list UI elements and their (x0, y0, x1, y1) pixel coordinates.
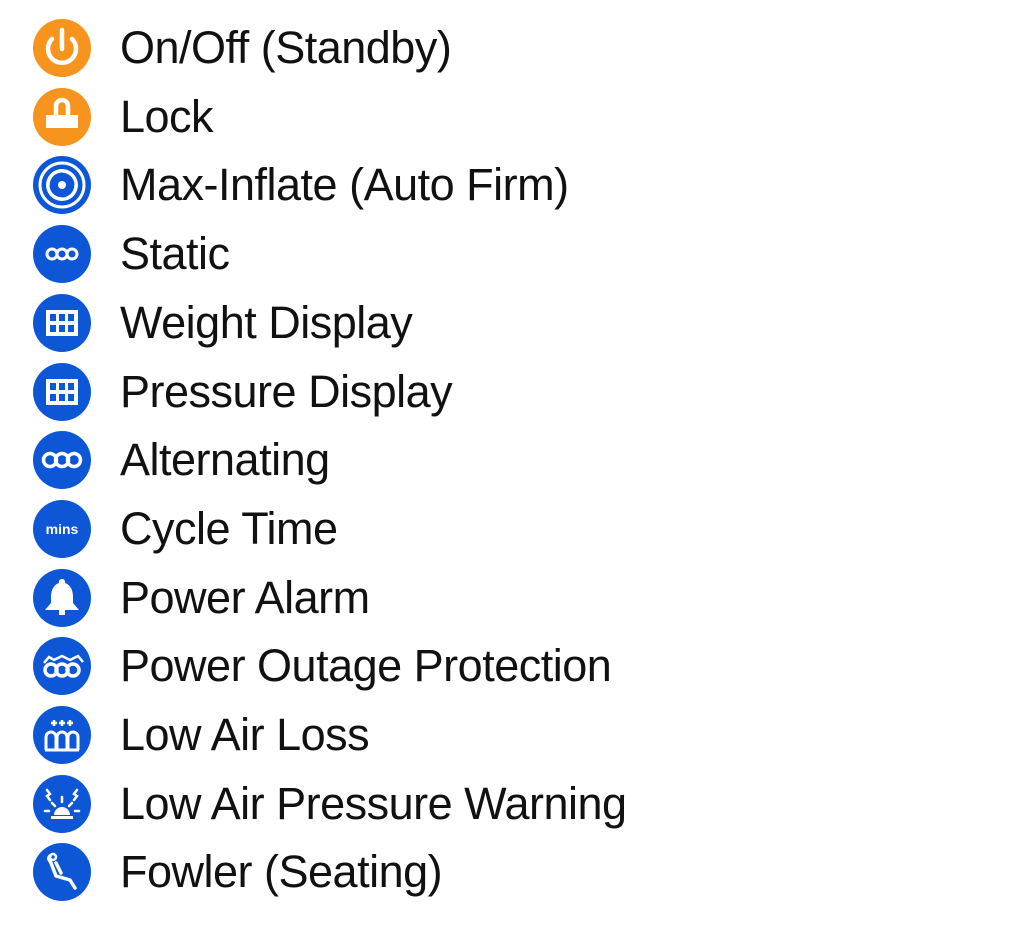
legend-item: Static (33, 224, 230, 284)
legend-item: Power Alarm (33, 568, 370, 628)
legend-item: Lock (33, 87, 214, 147)
legend-item-label: Power Outage Protection (120, 640, 612, 692)
legend-item-label: Low Air Loss (120, 709, 370, 760)
three-circles-icon (33, 225, 91, 284)
legend-item-label: Power Alarm (120, 571, 370, 623)
swirl-icon (33, 156, 91, 215)
legend-item-label: Max-Inflate (Auto Firm) (120, 159, 569, 211)
legend-item-label: Fowler (Seating) (120, 846, 443, 898)
three-circles-large-icon (33, 431, 91, 490)
legend-item: Pressure Display (33, 362, 453, 422)
legend-item-label: Pressure Display (120, 365, 453, 417)
lock-icon (33, 87, 91, 146)
legend-item-label: On/Off (Standby) (120, 22, 452, 73)
cells-protection-icon (33, 637, 91, 696)
legend-item: Low Air Pressure Warning (33, 774, 627, 834)
legend-item-label: Static (120, 228, 230, 280)
legend-item: Weight Display (33, 293, 413, 353)
grid-icon (33, 293, 91, 352)
legend-item-label: Weight Display (120, 296, 413, 348)
svg-text:mins: mins (46, 521, 79, 537)
mins-icon: mins (33, 499, 91, 558)
seated-person-icon (33, 843, 91, 902)
air-cells-icon (33, 706, 91, 764)
legend-item-label: Low Air Pressure Warning (120, 777, 627, 829)
legend-item: Power Outage Protection (33, 636, 612, 696)
legend-item-label: Cycle Time (120, 502, 338, 554)
legend-item-label: Alternating (120, 434, 330, 486)
legend-item: Alternating (33, 430, 330, 490)
legend-item: mins Cycle Time (33, 499, 338, 559)
bell-icon (33, 568, 91, 627)
legend-item-label: Lock (120, 90, 214, 142)
legend-item: Max-Inflate (Auto Firm) (33, 155, 569, 215)
warning-light-icon (33, 774, 91, 833)
legend-item: Fowler (Seating) (33, 842, 443, 902)
grid-icon (33, 362, 91, 421)
legend-item: On/Off (Standby) (33, 18, 452, 78)
power-icon (33, 19, 91, 77)
legend-item: Low Air Loss (33, 705, 370, 765)
